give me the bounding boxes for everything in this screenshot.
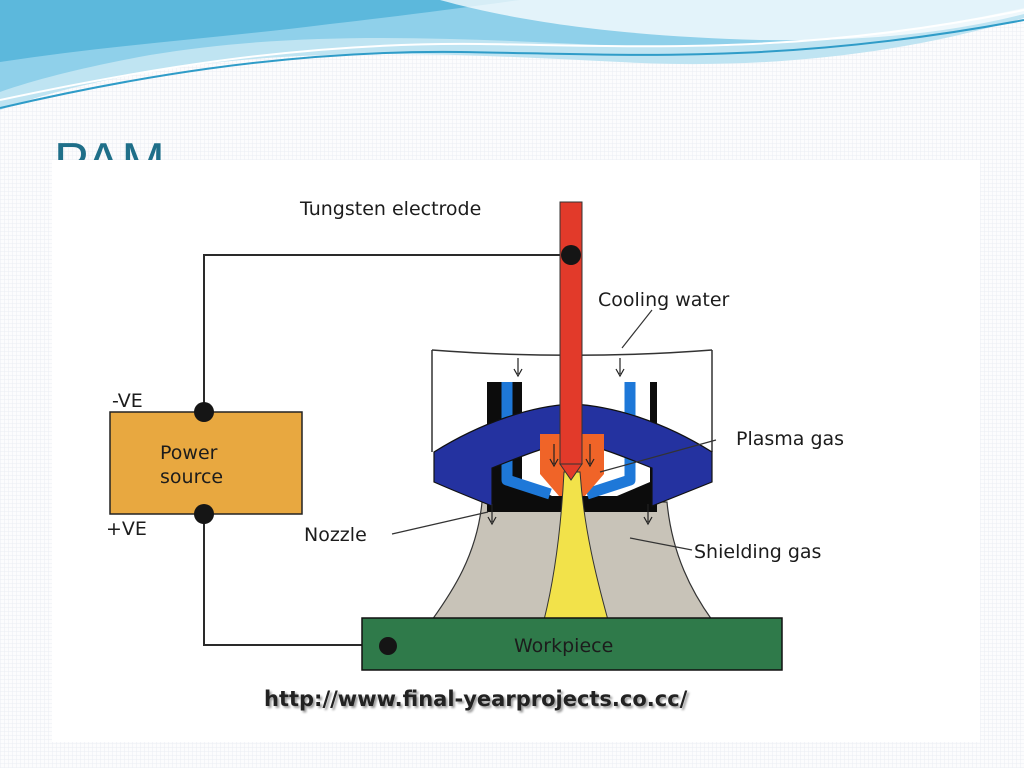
cooling-water-pointer xyxy=(621,309,653,349)
workpiece-connection-dot xyxy=(379,637,397,655)
coolant-arrow-right xyxy=(615,358,625,378)
tungsten-electrode xyxy=(559,201,583,465)
pam-torch-diagram: Tungsten electrode Cooling water Plasma … xyxy=(52,160,980,742)
shielding-gas-arrow-right xyxy=(643,504,653,526)
label-negative-terminal: -VE xyxy=(112,390,143,412)
source-url: http://www.final-yearprojects.co.cc/ xyxy=(264,687,688,711)
negative-terminal-dot xyxy=(194,402,214,422)
plasma-gas-arrow-left xyxy=(549,444,559,468)
label-nozzle: Nozzle xyxy=(304,524,367,546)
plasma-gas-pointer xyxy=(599,439,717,473)
label-shielding-gas: Shielding gas xyxy=(694,541,822,563)
electrode-connection-dot xyxy=(561,245,581,265)
shielding-gas-pointer xyxy=(629,537,693,551)
cooling-channel-left xyxy=(501,382,552,500)
label-power-source-line1: Power xyxy=(160,442,218,464)
positive-terminal-dot xyxy=(194,504,214,524)
label-positive-terminal: +VE xyxy=(106,518,147,540)
header-wave-decoration xyxy=(0,0,1024,110)
coolant-arrow-left xyxy=(513,358,523,378)
power-source-box xyxy=(109,411,303,515)
label-plasma-gas: Plasma gas xyxy=(736,428,845,450)
circuit-wire-negative xyxy=(203,254,570,412)
label-workpiece: Workpiece xyxy=(514,635,614,657)
workpiece-plate xyxy=(361,617,783,671)
electrode-tip xyxy=(559,463,583,481)
plasma-gas-arrow-right xyxy=(585,444,595,468)
nozzle-pointer xyxy=(391,511,489,535)
diagram-drawing xyxy=(109,201,783,671)
circuit-wire-positive xyxy=(203,514,370,646)
shielding-gas-arrow-left xyxy=(487,504,497,526)
label-power-source-line2: source xyxy=(160,466,224,488)
label-tungsten-electrode: Tungsten electrode xyxy=(300,198,482,220)
label-cooling-water: Cooling water xyxy=(598,289,730,311)
